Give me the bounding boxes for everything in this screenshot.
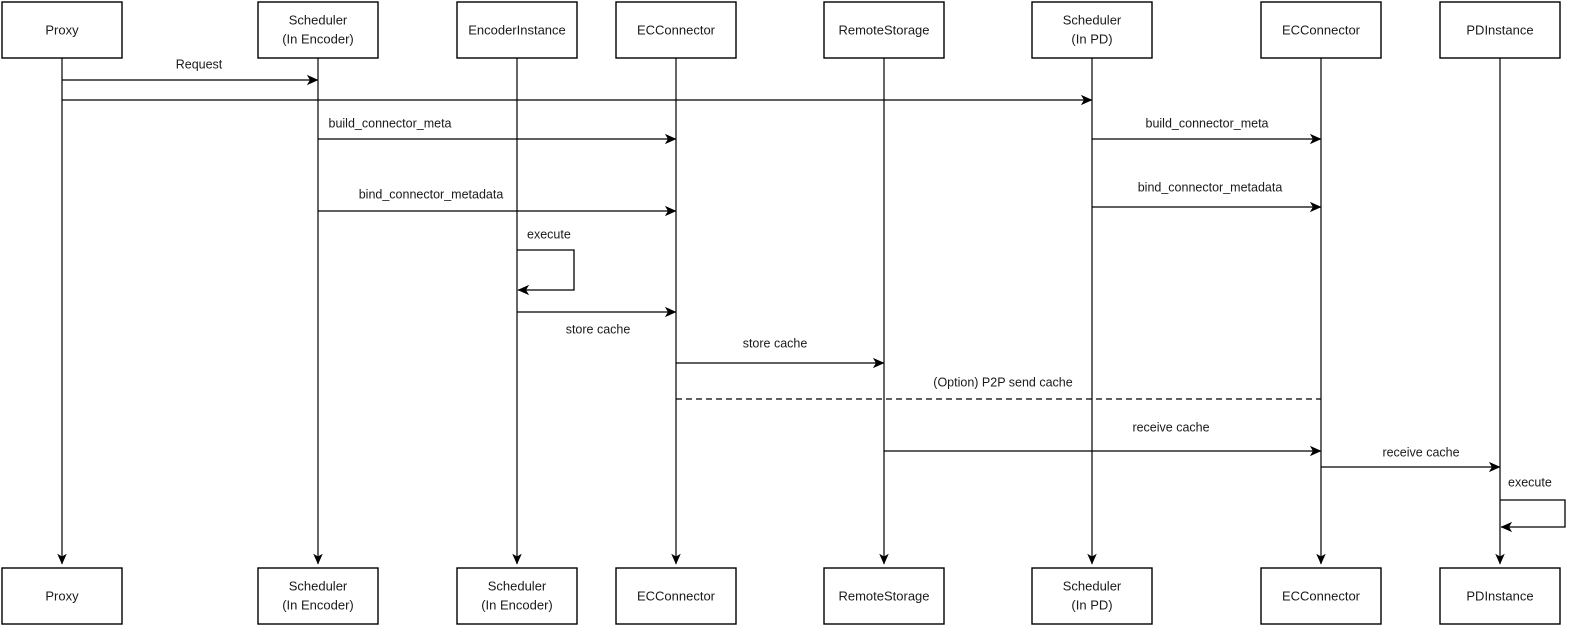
participant-label-line1: PDInstance <box>1466 22 1533 37</box>
participant-label-line1: Proxy <box>45 22 79 37</box>
message-label: bind_connector_metadata <box>359 187 504 201</box>
participant-label-line1: Proxy <box>45 588 79 603</box>
participant-label-line1: RemoteStorage <box>838 588 929 603</box>
participant-label-line1: Scheduler <box>1063 12 1122 27</box>
message-label: (Option) P2P send cache <box>933 375 1072 389</box>
message-label: build_connector_meta <box>329 116 452 130</box>
message-m3[interactable]: build_connector_meta <box>318 116 677 145</box>
participant-label-line1: PDInstance <box>1466 588 1533 603</box>
participant-label-line1: Scheduler <box>488 578 547 593</box>
lifelines-layer <box>57 58 1505 565</box>
message-label: bind_connector_metadata <box>1138 180 1283 194</box>
top-participant-box-sched_pd[interactable]: Scheduler (In PD) <box>1031 1 1153 59</box>
message-label: build_connector_meta <box>1146 116 1269 130</box>
participant-label-line1: EncoderInstance <box>468 22 566 37</box>
participant-label-line2: (In PD) <box>1071 31 1112 46</box>
message-m5[interactable]: bind_connector_metadata <box>318 187 677 217</box>
message-m6[interactable]: bind_connector_metadata <box>1092 180 1322 213</box>
bottom-participant-box-proxy[interactable]: Proxy <box>1 567 123 625</box>
top-participant-box-remote[interactable]: RemoteStorage <box>823 1 945 59</box>
self-message-label: execute <box>1508 475 1552 489</box>
self-message-path <box>517 249 575 296</box>
participant-label-line1: ECConnector <box>1282 22 1361 37</box>
top-participant-box-proxy[interactable]: Proxy <box>1 1 123 59</box>
self-message-s2[interactable]: execute <box>1500 475 1566 533</box>
message-m8[interactable]: store cache <box>676 336 885 369</box>
top-participant-box-ecconn_enc[interactable]: ECConnector <box>615 1 737 59</box>
top-participant-box-ecconn_pd[interactable]: ECConnector <box>1260 1 1382 59</box>
message-m4[interactable]: build_connector_meta <box>1092 116 1322 145</box>
bottom-participant-box-ecconn_pd[interactable]: ECConnector <box>1260 567 1382 625</box>
top-participant-box-encoder_inst[interactable]: EncoderInstance <box>456 1 578 59</box>
messages-layer: Request build_connector_meta build_connect… <box>62 57 1501 473</box>
participant-label-line1: ECConnector <box>637 588 716 603</box>
self-message-label: execute <box>527 227 571 241</box>
message-m7[interactable]: store cache <box>517 306 677 336</box>
participant-label-line2: (In Encoder) <box>282 597 354 612</box>
participant-label-line2: (In Encoder) <box>481 597 553 612</box>
participant-label-line1: RemoteStorage <box>838 22 929 37</box>
message-m1[interactable]: Request <box>62 57 319 86</box>
message-m11[interactable]: receive cache <box>1321 445 1501 473</box>
self-message-path <box>1500 499 1566 533</box>
bottom-participant-box-sched_pd[interactable]: Scheduler (In PD) <box>1031 567 1153 625</box>
top-participant-boxes: Proxy Scheduler (In Encoder) EncoderInstanc… <box>1 1 1561 59</box>
self-message-s1[interactable]: execute <box>517 227 575 296</box>
message-label: receive cache <box>1382 445 1459 459</box>
message-label: receive cache <box>1132 420 1209 434</box>
bottom-participant-box-sched_enc[interactable]: Scheduler (In Encoder) <box>257 567 379 625</box>
participant-label-line2: (In Encoder) <box>282 31 354 46</box>
participant-label-line1: Scheduler <box>289 12 348 27</box>
top-participant-box-pd_inst[interactable]: PDInstance <box>1439 1 1561 59</box>
bottom-participant-box-encoder_inst[interactable]: Scheduler (In Encoder) <box>456 567 578 625</box>
message-m10[interactable]: receive cache <box>884 420 1322 457</box>
bottom-participant-box-ecconn_enc[interactable]: ECConnector <box>615 567 737 625</box>
participant-label-line1: Scheduler <box>1063 578 1122 593</box>
message-label: store cache <box>566 322 631 336</box>
message-label: Request <box>176 57 223 71</box>
participant-label-line1: Scheduler <box>289 578 348 593</box>
message-label: store cache <box>743 336 808 350</box>
bottom-participant-box-remote[interactable]: RemoteStorage <box>823 567 945 625</box>
bottom-participant-box-pd_inst[interactable]: PDInstance <box>1439 567 1561 625</box>
self-messages-layer: execute execute <box>517 227 1566 533</box>
participant-label-line1: ECConnector <box>637 22 716 37</box>
top-participant-box-sched_enc[interactable]: Scheduler (In Encoder) <box>257 1 379 59</box>
participant-label-line2: (In PD) <box>1071 597 1112 612</box>
participant-label-line1: ECConnector <box>1282 588 1361 603</box>
bottom-participant-boxes: Proxy Scheduler (In Encoder) Scheduler (In E… <box>1 567 1561 625</box>
message-m9[interactable]: (Option) P2P send cache <box>676 375 1321 400</box>
